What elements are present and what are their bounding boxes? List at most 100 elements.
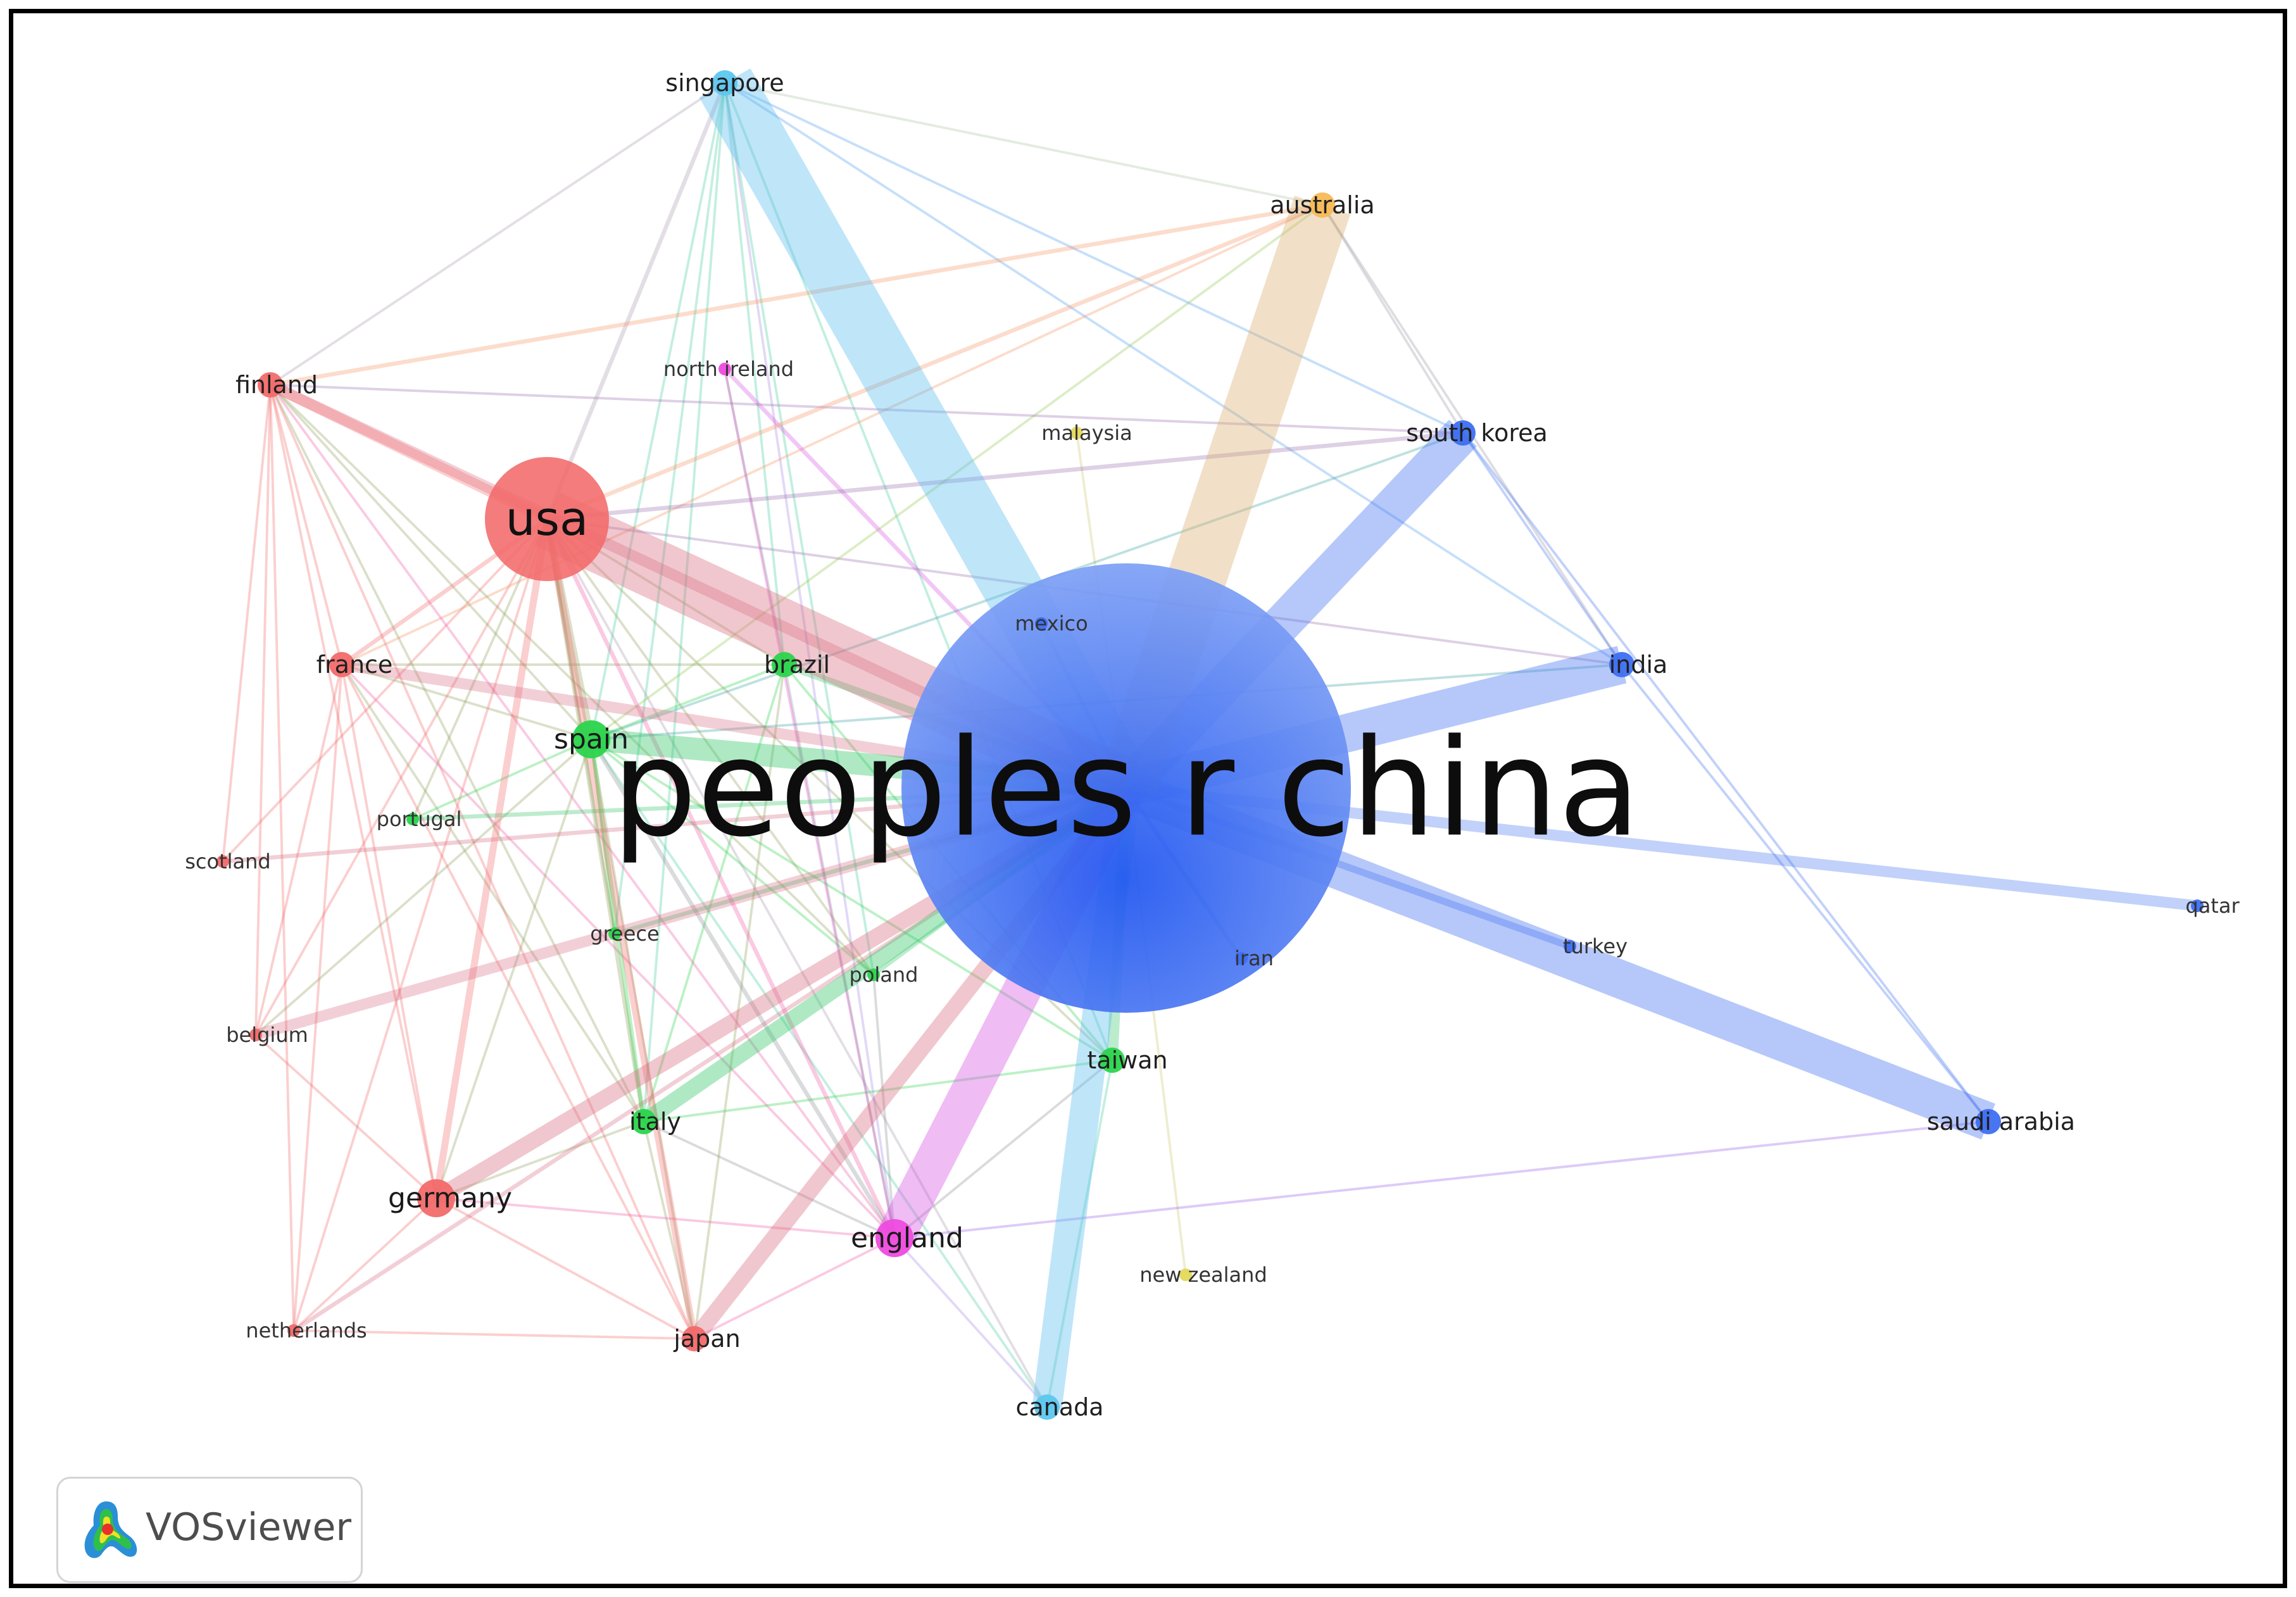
edge-germany-belgium [254, 1034, 437, 1199]
edge-spain-brazil [591, 663, 785, 741]
edge-saudi_arabia-england [894, 1120, 1989, 1239]
node-china[interactable] [901, 563, 1351, 1013]
edge-usa-japan [543, 518, 698, 1339]
edge-north_ireland-brazil [724, 368, 786, 665]
edge-usa-poland [546, 518, 875, 976]
node-scotland[interactable] [216, 855, 229, 868]
node-usa[interactable] [485, 457, 609, 581]
node-belgium[interactable] [249, 1029, 262, 1041]
edge-italy-japan [643, 1121, 696, 1339]
edge-france-italy [341, 663, 645, 1123]
node-brazil[interactable] [772, 652, 797, 677]
node-italy[interactable] [631, 1109, 656, 1134]
node-mexico[interactable] [1035, 617, 1048, 630]
label-mexico: mexico [1015, 611, 1088, 636]
label-canada: canada [1016, 1393, 1104, 1421]
node-new_zealand[interactable] [1179, 1268, 1192, 1281]
edge-usa-belgium [254, 518, 548, 1036]
edge-singapore-poland [724, 82, 875, 975]
edge-finland-england [269, 384, 896, 1239]
edge-usa-england [545, 518, 896, 1239]
edge-finland-scotland [222, 384, 272, 862]
edge-usa-singapore [544, 82, 727, 520]
edge-finland-japan [269, 384, 696, 1339]
edge-south_korea-saudi_arabia [1462, 432, 1990, 1123]
edge-singapore-india [724, 82, 1623, 666]
node-iran[interactable] [1235, 952, 1248, 965]
node-taiwan[interactable] [1100, 1048, 1125, 1073]
label-belgium: belgium [226, 1023, 308, 1047]
edge-france-belgium [254, 664, 343, 1036]
label-netherlands: netherlands [246, 1318, 367, 1343]
edge-india-saudi_arabia [1621, 663, 1990, 1123]
edge-france-netherlands [292, 664, 343, 1331]
edge-south_korea-spain [591, 432, 1464, 741]
edge-england-brazil [783, 664, 896, 1239]
node-india[interactable] [1609, 652, 1634, 677]
edge-singapore-finland [269, 82, 726, 386]
edge-italy-england [643, 1120, 895, 1239]
label-finland: finland [235, 371, 318, 399]
edge-usa-scotland [222, 518, 548, 863]
edge-singapore-brazil [724, 82, 786, 665]
node-canada[interactable] [1034, 1394, 1060, 1420]
node-portugal[interactable] [406, 813, 419, 825]
edge-singapore-australia [724, 82, 1323, 206]
edge-usa-australia [546, 203, 1324, 522]
label-france: france [317, 651, 393, 679]
edge-australia-france [341, 204, 1323, 666]
edge-singapore-italy [643, 82, 726, 1122]
label-scotland: scotland [185, 849, 270, 874]
edge-spain-england [589, 738, 896, 1239]
node-greece[interactable] [608, 927, 621, 940]
node-saudi_arabia[interactable] [1976, 1109, 2001, 1134]
node-qatar[interactable] [2191, 899, 2204, 912]
edge-england-canada [893, 1237, 1048, 1408]
network-diagram[interactable]: peoples r chinausasingaporeaustralianort… [13, 13, 2283, 1584]
label-saudi_arabia: saudi arabia [1927, 1108, 2075, 1136]
edge-south_korea-finland [270, 384, 1464, 434]
edge-spain-greece [590, 739, 616, 934]
node-germany[interactable] [417, 1179, 455, 1217]
edge-spain-poland [590, 738, 875, 976]
label-italy: italy [629, 1108, 681, 1136]
edge-finland-belgium [254, 384, 272, 1036]
node-south_korea[interactable] [1450, 420, 1476, 446]
label-qatar: qatar [2185, 894, 2240, 918]
edge-finland-france [269, 384, 343, 665]
edge-finland-netherlands [269, 384, 295, 1331]
edge-england-poland [872, 974, 896, 1239]
node-netherlands[interactable] [287, 1324, 300, 1337]
edge-finland-italy [269, 384, 645, 1122]
edge-germany-netherlands [292, 1197, 437, 1332]
node-poland[interactable] [867, 968, 880, 981]
node-north_ireland[interactable] [718, 363, 731, 375]
edge-singapore-south_korea [724, 82, 1464, 434]
edge-spain-belgium [254, 738, 593, 1036]
node-finland[interactable] [258, 372, 283, 398]
node-singapore[interactable] [712, 70, 737, 96]
edge-south_korea-india [1462, 432, 1623, 666]
edge-france-germany [341, 664, 437, 1199]
node-england[interactable] [875, 1219, 913, 1257]
node-france[interactable] [329, 652, 354, 677]
node-turkey[interactable] [1564, 940, 1576, 953]
edge-finland-spain [269, 384, 593, 741]
edge-usa-south_korea [546, 430, 1464, 522]
node-spain[interactable] [572, 720, 610, 758]
edge-italy-germany [436, 1120, 644, 1199]
edge-spain-canada [590, 738, 1048, 1408]
label-india: india [1609, 651, 1668, 679]
edge-italy-taiwan [643, 1059, 1113, 1123]
vosviewer-logo: VOSviewer [56, 1477, 363, 1583]
label-taiwan: taiwan [1087, 1046, 1167, 1074]
node-japan[interactable] [682, 1326, 707, 1351]
node-australia[interactable] [1310, 192, 1335, 218]
edge-spain-portugal [412, 738, 592, 820]
label-iran: iran [1234, 946, 1274, 970]
edge-france-spain [341, 663, 592, 741]
label-new_zealand: new zealand [1139, 1263, 1267, 1287]
node-malaysia[interactable] [1070, 427, 1083, 439]
edge-england-japan [694, 1237, 895, 1340]
